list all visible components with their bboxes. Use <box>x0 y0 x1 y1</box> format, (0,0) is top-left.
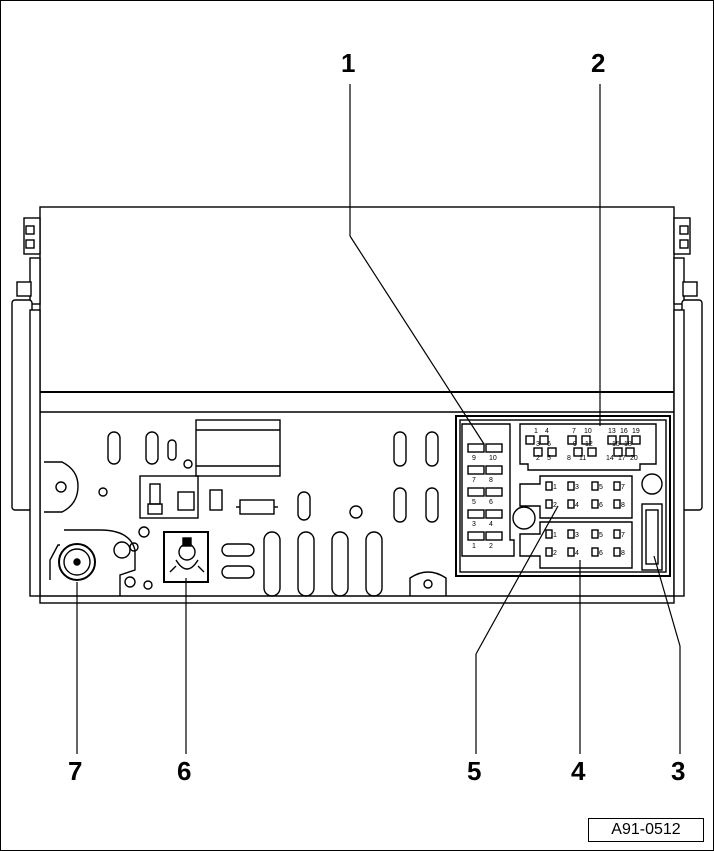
pin-label: 4 <box>575 550 579 557</box>
pin-label: 3 <box>536 441 540 448</box>
pin-label: 1 <box>553 532 557 539</box>
pin-label: 6 <box>489 499 493 506</box>
pin-label: 4 <box>575 502 579 509</box>
callout-2: 2 <box>591 48 605 78</box>
pin-label: 15 <box>612 441 620 448</box>
connector-lower-8pin <box>519 521 633 569</box>
pin-label: 8 <box>567 455 571 462</box>
pin-label: 5 <box>547 455 551 462</box>
connector-upper-8pin <box>519 475 633 519</box>
pin-label: 10 <box>489 455 497 462</box>
callout-4: 4 <box>571 756 586 786</box>
pin-label: 3 <box>472 521 476 528</box>
pin-label: 19 <box>632 428 640 435</box>
connector-20pin <box>519 423 657 471</box>
connector-upper-8pin-labels: 1 3 5 7 2 4 6 8 <box>553 484 625 509</box>
left-mounting-bracket <box>11 217 41 597</box>
pin-label: 8 <box>621 502 625 509</box>
figure-reference: A91-0512 <box>588 818 704 842</box>
pin-label: 17 <box>618 455 626 462</box>
pin-label: 11 <box>579 455 586 462</box>
callout-numbers: 1 2 3 4 5 6 7 <box>68 48 685 786</box>
connector-10pin <box>461 423 515 557</box>
pin-label: 2 <box>536 455 540 462</box>
pin-label: 7 <box>472 477 476 484</box>
connector-20pin-labels: 1 4 7 10 13 16 19 3 6 9 12 15 18 2 5 8 1… <box>534 428 640 462</box>
pin-label: 10 <box>584 428 592 435</box>
callout-1: 1 <box>341 48 355 78</box>
pin-label: 4 <box>489 521 493 528</box>
pin-label: 8 <box>621 550 625 557</box>
right-mounting-bracket <box>673 217 703 597</box>
pin-label: 8 <box>489 477 493 484</box>
pin-label: 20 <box>630 455 638 462</box>
connector-lower-8pin-labels: 1 3 5 7 2 4 6 8 <box>553 532 625 557</box>
fuse-holder <box>641 473 663 571</box>
pin-label: 9 <box>573 441 577 448</box>
rear-panel-left <box>44 419 447 597</box>
connector-10pin-labels: 9 10 7 8 5 6 3 4 1 2 <box>472 455 497 550</box>
pin-label: 3 <box>575 532 579 539</box>
pin-label: 16 <box>620 428 628 435</box>
callout-3: 3 <box>671 756 685 786</box>
pin-label: 2 <box>553 502 557 509</box>
pin-label: 6 <box>599 502 603 509</box>
pin-label: 2 <box>489 543 493 550</box>
pin-label: 7 <box>621 484 625 491</box>
pin-label: 7 <box>572 428 576 435</box>
pin-label: 5 <box>472 499 476 506</box>
connector-housing <box>455 415 671 577</box>
ground-terminal <box>163 531 209 583</box>
pin-label: 9 <box>472 455 476 462</box>
callout-6: 6 <box>177 756 191 786</box>
pin-label: 3 <box>575 484 579 491</box>
pin-label: 13 <box>608 428 616 435</box>
pin-label: 5 <box>599 532 603 539</box>
pin-label: 1 <box>472 543 476 550</box>
pin-label: 6 <box>599 550 603 557</box>
pin-label: 12 <box>585 441 593 448</box>
pin-label: 5 <box>599 484 603 491</box>
callout-5: 5 <box>467 756 481 786</box>
pin-label: 6 <box>547 441 551 448</box>
leader-lines <box>76 84 681 754</box>
pin-label: 1 <box>553 484 557 491</box>
pin-label: 4 <box>545 428 549 435</box>
antenna-socket <box>58 543 96 581</box>
pin-label: 1 <box>534 428 538 435</box>
pin-label: 18 <box>624 441 632 448</box>
pin-label: 14 <box>606 455 614 462</box>
pin-label: 7 <box>621 532 625 539</box>
callout-7: 7 <box>68 756 82 786</box>
pin-label: 2 <box>553 550 557 557</box>
